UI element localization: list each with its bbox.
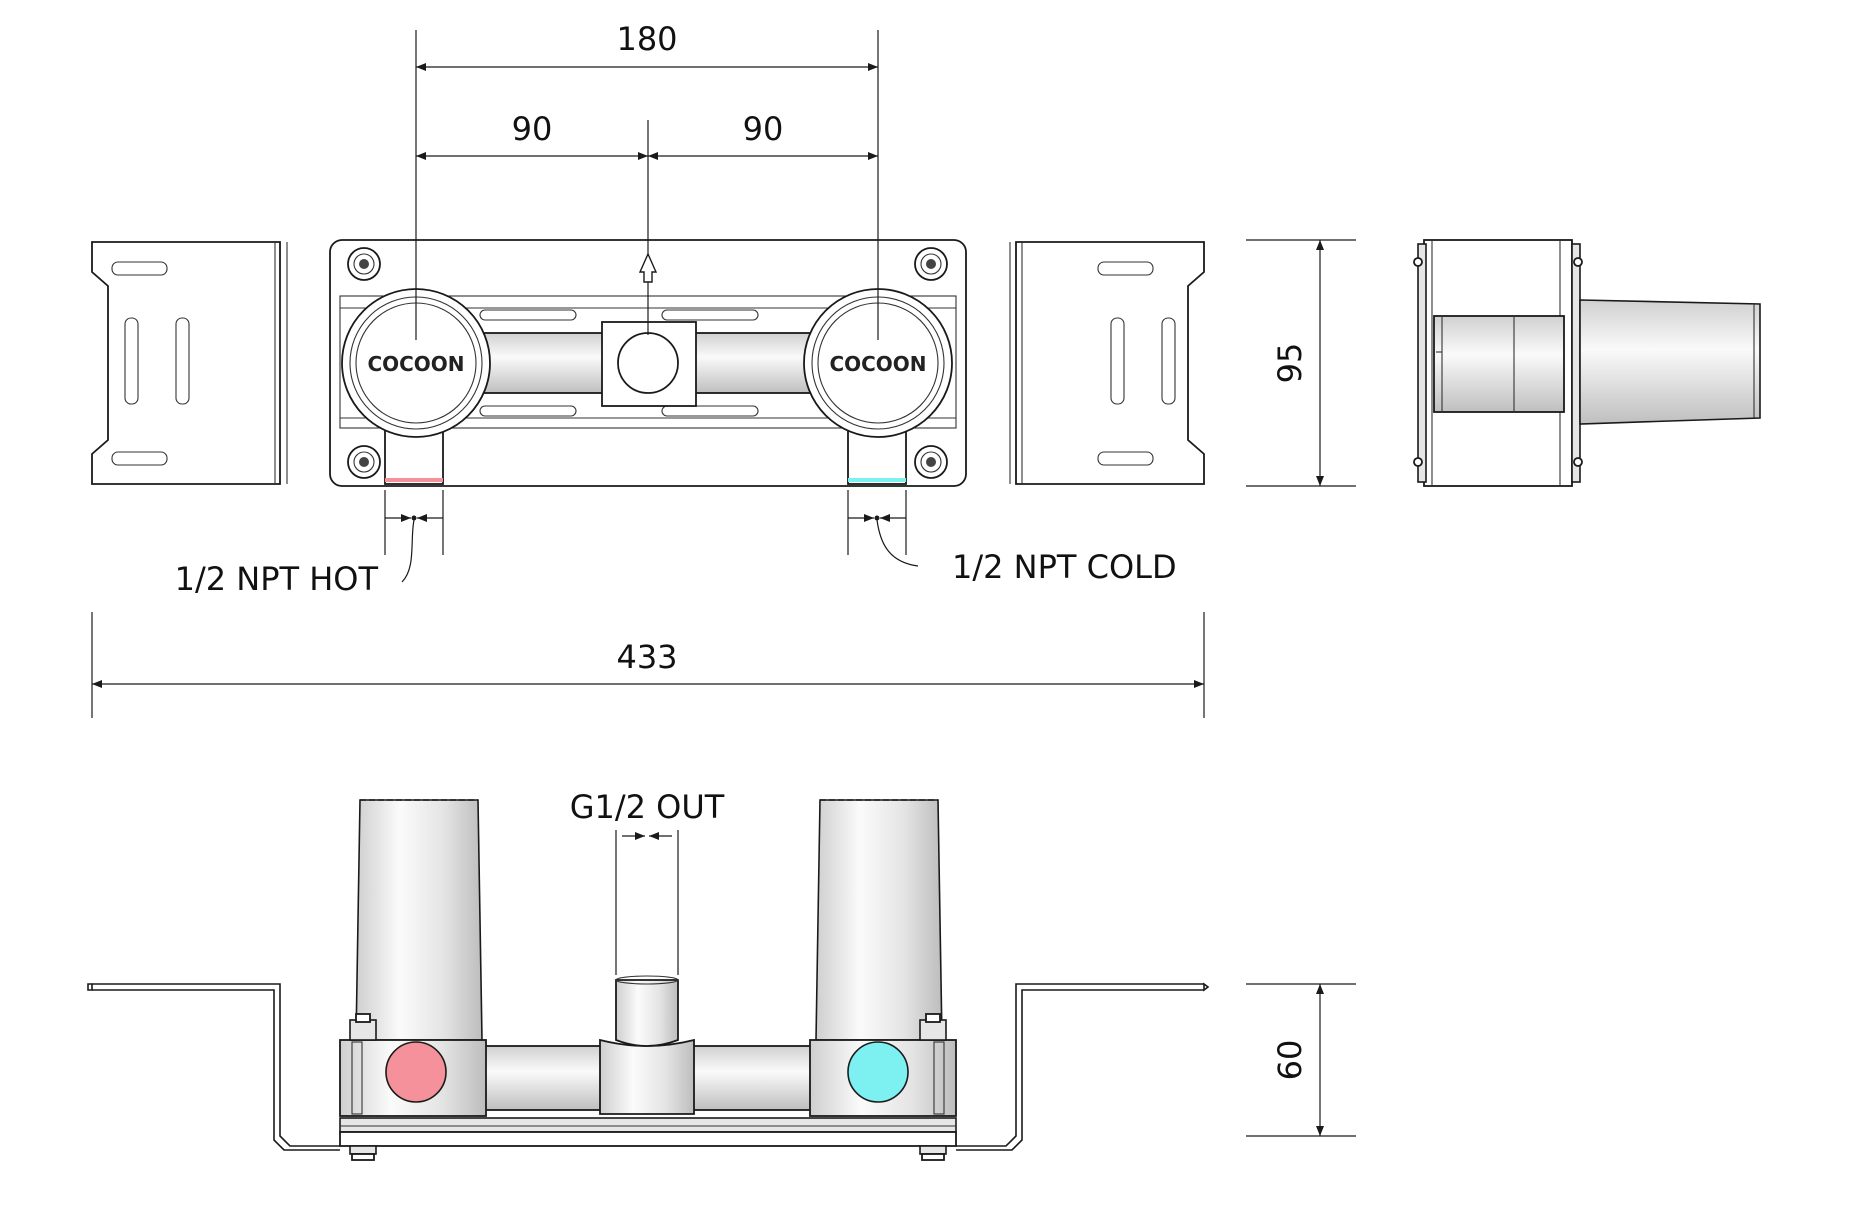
left-bracket bbox=[91, 241, 281, 485]
dimension-height: 95 bbox=[1246, 239, 1356, 487]
screw-icon bbox=[347, 445, 381, 479]
dim-half-right: 90 bbox=[743, 110, 784, 148]
hot-indicator-icon bbox=[385, 1041, 447, 1103]
dim-depth: 60 bbox=[1271, 1040, 1309, 1081]
outlet-nipple bbox=[615, 979, 679, 1047]
bracket-profile-right bbox=[956, 983, 1204, 1147]
brand-label-right: COCOON bbox=[829, 352, 926, 376]
screw-icon bbox=[347, 247, 381, 281]
dimension-outlet: G1/2 OUT bbox=[570, 788, 725, 975]
side-view bbox=[1413, 239, 1761, 487]
bracket-profile-left bbox=[92, 983, 340, 1147]
dimension-top: 180 90 90 bbox=[415, 20, 879, 340]
brand-label-left: COCOON bbox=[367, 352, 464, 376]
bolt-icon bbox=[349, 1013, 377, 1161]
right-bracket bbox=[1015, 241, 1205, 485]
inlet-callouts: 1/2 NPT HOT 1/2 NPT COLD bbox=[175, 490, 1177, 598]
outlet-port bbox=[617, 332, 679, 394]
sleeve-left bbox=[355, 799, 483, 1041]
front-view: COCOON COCOON bbox=[91, 120, 1205, 487]
dim-half-left: 90 bbox=[512, 110, 553, 148]
hot-inlet-stub bbox=[384, 429, 444, 485]
dimension-overall-width: 433 bbox=[91, 612, 1205, 718]
cold-indicator-icon bbox=[847, 1041, 909, 1103]
flow-arrow-icon bbox=[638, 252, 658, 283]
plan-view bbox=[87, 799, 1210, 1161]
bolt-icon bbox=[919, 1013, 947, 1161]
dim-center-distance: 180 bbox=[616, 20, 677, 58]
sleeve-right bbox=[815, 799, 943, 1041]
screw-icon bbox=[914, 247, 948, 281]
dimension-depth: 60 bbox=[1246, 983, 1356, 1137]
valve-cap-hot: COCOON bbox=[341, 288, 491, 438]
outlet-label: G1/2 OUT bbox=[570, 788, 725, 826]
side-pipe bbox=[1579, 299, 1761, 425]
screw-icon bbox=[914, 445, 948, 479]
cold-inlet-label: 1/2 NPT COLD bbox=[952, 548, 1177, 586]
cold-inlet-stub bbox=[847, 429, 907, 485]
dim-front-height: 95 bbox=[1271, 343, 1309, 384]
hot-inlet-label: 1/2 NPT HOT bbox=[175, 560, 379, 598]
dim-overall-width: 433 bbox=[616, 638, 677, 676]
